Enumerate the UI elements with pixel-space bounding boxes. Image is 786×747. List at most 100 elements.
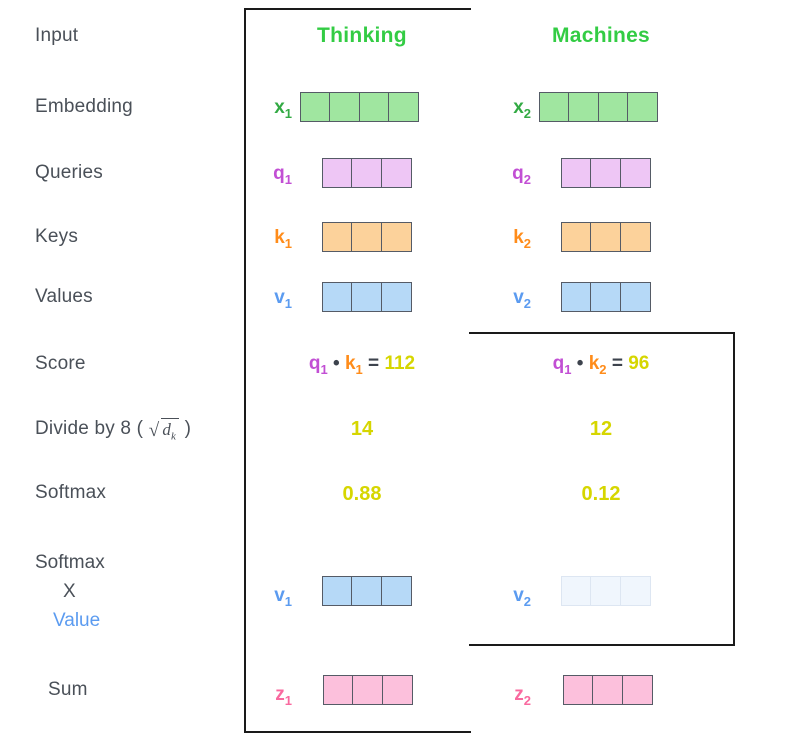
- vector-cell: [351, 282, 383, 312]
- radicand-subscript-k: k: [171, 430, 177, 443]
- vector-k1: [322, 222, 412, 252]
- softmax-times-value-line-2: X: [63, 581, 76, 602]
- divided-value-2: 12: [589, 418, 613, 440]
- row-label-softmax-times-value: Softmax X Value: [35, 548, 185, 635]
- softmax-value-1: 0.88: [342, 483, 382, 505]
- vector-cell: [561, 158, 592, 188]
- vector-cell: [351, 222, 383, 252]
- vector-label-x1: x1: [274, 97, 292, 121]
- row-label-divide-by-8: Divide by 8 ( √dk ): [35, 417, 192, 443]
- softmax-value-2: 0.12: [581, 483, 621, 505]
- score-result-value: 96: [628, 353, 650, 374]
- vector-cell: [300, 92, 331, 122]
- weighted-vector-v2-faded: [561, 576, 651, 606]
- vector-cell: [351, 158, 383, 188]
- vector-cell: [563, 675, 594, 705]
- column-header-machines: Machines: [551, 24, 651, 47]
- softmax-times-value-line-3: Value: [53, 610, 101, 631]
- score-region-outline: [469, 332, 735, 646]
- vector-cell: [329, 92, 361, 122]
- radicand-dk: dk: [161, 418, 180, 443]
- vector-z2: [563, 675, 653, 705]
- vector-label-q1: q1: [273, 163, 292, 187]
- vector-cell: [323, 675, 354, 705]
- weighted-vector-label-v2: v2: [513, 585, 531, 609]
- thinking-column-outline: [244, 8, 471, 733]
- vector-label-v2: v2: [513, 287, 531, 311]
- score-expression-2: q1 • k2 = 96: [519, 353, 683, 377]
- vector-label-z1: z1: [275, 684, 292, 708]
- vector-x1: [300, 92, 420, 122]
- score-q-term: q1: [552, 353, 572, 377]
- score-expression-1: q1 • k1 = 112: [280, 353, 444, 377]
- vector-cell: [592, 675, 624, 705]
- row-label-embedding: Embedding: [35, 96, 133, 117]
- vector-label-z2: z2: [514, 684, 531, 708]
- vector-cell: [561, 576, 592, 606]
- vector-label-k1: k1: [274, 227, 292, 251]
- row-label-values: Values: [35, 286, 93, 307]
- radicand-d: d: [162, 420, 172, 439]
- row-label-input: Input: [35, 25, 79, 46]
- vector-cell: [381, 675, 413, 705]
- dot-product-icon: •: [333, 353, 340, 374]
- vector-label-x2: x2: [513, 97, 531, 121]
- score-result-value: 112: [384, 353, 416, 374]
- vector-q1: [322, 158, 412, 188]
- vector-cell: [380, 158, 412, 188]
- vector-x2: [539, 92, 659, 122]
- vector-cell: [619, 576, 651, 606]
- vector-cell: [590, 222, 622, 252]
- score-q-term: q1: [308, 353, 328, 377]
- row-label-sum: Sum: [48, 679, 88, 700]
- weighted-vector-label-v1: v1: [274, 585, 292, 609]
- vector-cell: [351, 576, 383, 606]
- vector-cell: [380, 222, 412, 252]
- vector-cell: [590, 158, 622, 188]
- vector-cell: [619, 222, 651, 252]
- score-k-term: k2: [588, 353, 607, 377]
- vector-cell: [322, 576, 353, 606]
- row-label-softmax: Softmax: [35, 482, 107, 503]
- vector-cell: [352, 675, 384, 705]
- vector-label-v1: v1: [274, 287, 292, 311]
- column-header-thinking: Thinking: [317, 24, 407, 47]
- weighted-vector-v1: [322, 576, 412, 606]
- vector-cell: [621, 675, 653, 705]
- divide-suffix-text: ): [184, 418, 192, 439]
- vector-cell: [539, 92, 570, 122]
- row-label-score: Score: [35, 353, 86, 374]
- vector-cell: [322, 158, 353, 188]
- vector-cell: [619, 158, 651, 188]
- vector-cell: [322, 282, 353, 312]
- vector-cell: [568, 92, 600, 122]
- vector-cell: [388, 92, 420, 122]
- row-label-keys: Keys: [35, 226, 79, 247]
- equals-sign: =: [368, 353, 380, 374]
- divided-value-1: 14: [350, 418, 374, 440]
- equals-sign: =: [611, 353, 623, 374]
- vector-cell: [380, 282, 412, 312]
- vector-cell: [561, 282, 592, 312]
- divide-prefix-text: Divide by 8 (: [35, 418, 144, 439]
- vector-z1: [323, 675, 413, 705]
- vector-label-k2: k2: [513, 227, 531, 251]
- vector-cell: [561, 222, 592, 252]
- vector-cell: [627, 92, 659, 122]
- vector-k2: [561, 222, 651, 252]
- vector-v1: [322, 282, 412, 312]
- vector-cell: [619, 282, 651, 312]
- vector-cell: [590, 282, 622, 312]
- vector-cell: [590, 576, 622, 606]
- dot-product-icon: •: [576, 353, 584, 374]
- softmax-times-value-line-1: Softmax: [35, 552, 105, 573]
- vector-v2: [561, 282, 651, 312]
- score-k-term: k1: [344, 353, 363, 377]
- vector-cell: [380, 576, 412, 606]
- radical-sign-icon: √: [148, 420, 160, 441]
- row-label-queries: Queries: [35, 162, 103, 183]
- vector-q2: [561, 158, 651, 188]
- vector-label-q2: q2: [512, 163, 531, 187]
- vector-cell: [597, 92, 629, 122]
